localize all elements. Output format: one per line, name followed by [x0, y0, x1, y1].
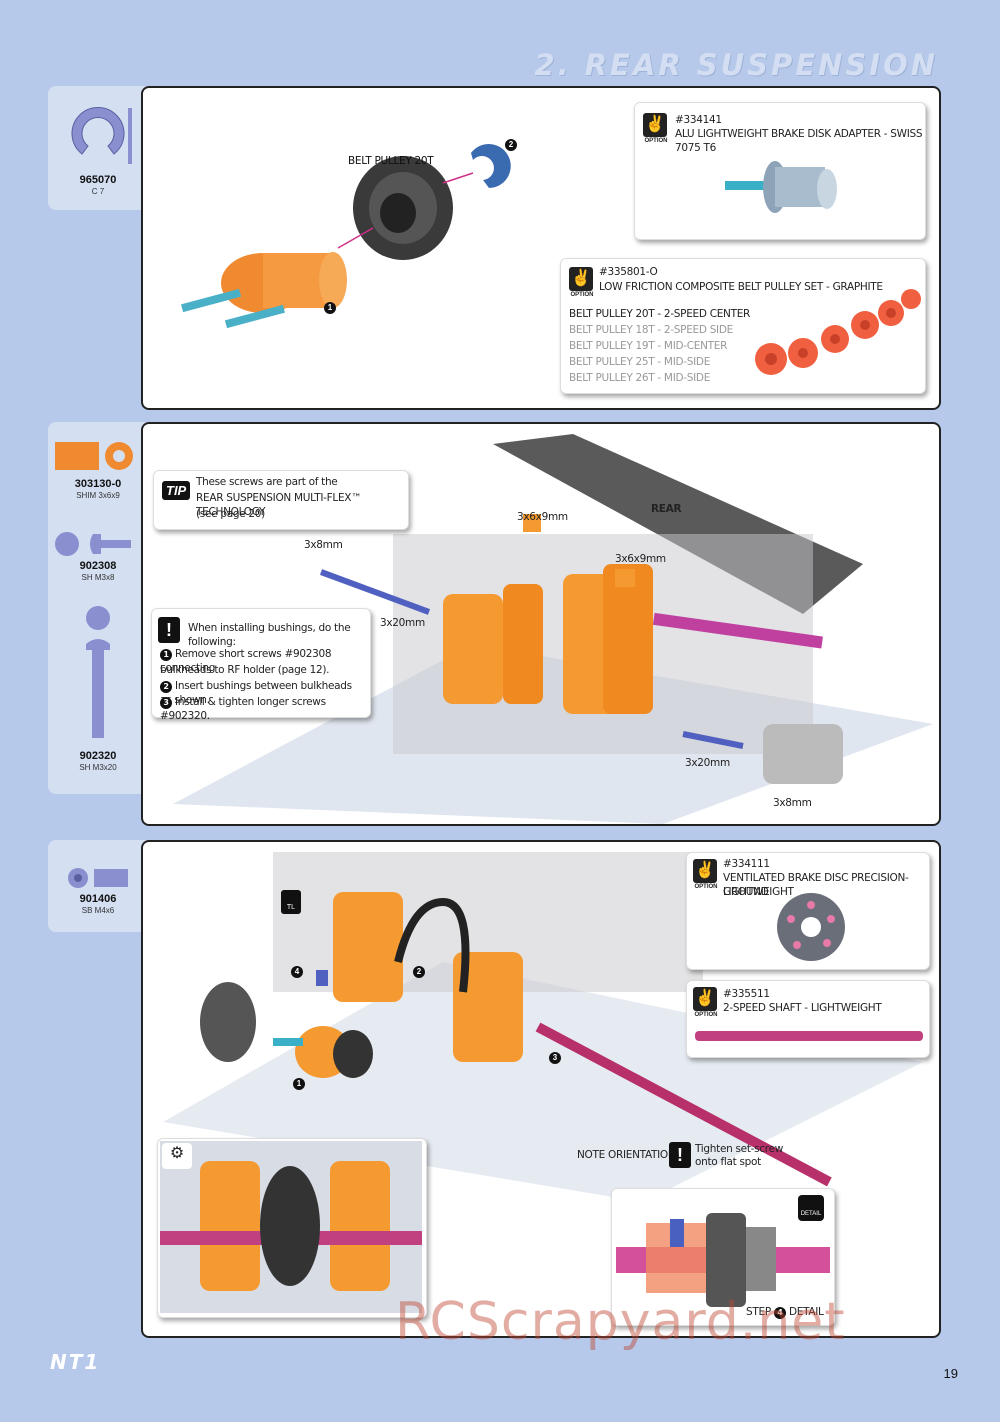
- assembled-drivetrain-illustration: [160, 1141, 422, 1313]
- option-334141: ✌ OPTION #334141 ALU LIGHTWEIGHT BRAKE D…: [634, 102, 926, 240]
- settings-gears-icon: ⚙: [162, 1143, 192, 1169]
- option-code: #334141: [675, 114, 722, 126]
- option-icon: ✌ OPTION: [569, 267, 595, 298]
- option-title: VENTILATED BRAKE DISC PRECISION-GROUND: [723, 872, 909, 898]
- part-desc: SB M4x6: [81, 906, 115, 915]
- option-title: 2-SPEED SHAFT - LIGHTWEIGHT: [723, 1002, 882, 1014]
- part-code: 965070: [79, 174, 117, 186]
- pulley-item: BELT PULLEY 18T - 2-SPEED SIDE: [569, 324, 733, 336]
- shim-label: 3x6x9mm: [615, 553, 666, 565]
- option-icon: ✌ OPTION: [643, 113, 669, 144]
- option-334111: ✌ OPTION #334111 VENTILATED BRAKE DISC P…: [686, 852, 930, 970]
- callout-2: 2: [413, 966, 425, 978]
- part-code: 902320: [79, 750, 117, 762]
- tip-line-3: (see page 20): [196, 508, 265, 520]
- short-screw-icon: [55, 532, 131, 556]
- set-screw-icon: [68, 868, 128, 888]
- shim-icon: [55, 442, 133, 470]
- screw-label: 3x20mm: [380, 617, 425, 629]
- set-screw-detail-illustration: [616, 1213, 830, 1307]
- part-code: 902308: [79, 560, 117, 572]
- pulley-item: BELT PULLEY 19T - MID-CENTER: [569, 340, 728, 352]
- warning-box: ! When installing bushings, do the follo…: [151, 608, 371, 722]
- pulley-item: BELT PULLEY 26T - MID-SIDE: [569, 372, 711, 384]
- threadlock-icon: TL: [281, 890, 301, 914]
- screw-label: 3x8mm: [304, 539, 343, 551]
- part-desc: SH M3x20: [79, 763, 117, 772]
- callout-2: 2: [505, 139, 517, 151]
- warning-step: 2 Insert bushings between bulkheads as s…: [160, 680, 352, 706]
- callout-3: 3: [549, 1052, 561, 1064]
- part-desc: C 7: [91, 187, 105, 196]
- warning-step: bulkheads to RF holder (page 12).: [160, 664, 330, 676]
- pulley-assembly-illustration: [181, 144, 511, 329]
- part-desc: SHIM 3x6x9: [76, 491, 120, 500]
- tip-line-2: REAR SUSPENSION MULTI-FLEX™ TECHNOLOGY: [196, 492, 362, 518]
- shim-label: 3x6x9mm: [517, 511, 568, 523]
- pulley-set-illustration: [755, 289, 921, 375]
- thumbs-up-icon: ✌: [569, 267, 593, 291]
- screw-label: 3x20mm: [685, 757, 730, 769]
- warning-title: When installing bushings, do the followi…: [188, 622, 351, 648]
- thumbs-up-icon: ✌: [693, 859, 717, 883]
- tighten-line-1: Tighten set-screw: [695, 1143, 784, 1155]
- step-detail-label: STEP 4 DETAIL: [746, 1306, 824, 1319]
- section-title: 2. REAR SUSPENSION: [534, 48, 938, 82]
- belt-pulley-label: BELT PULLEY 20T: [348, 155, 434, 167]
- tip-box: TIP These screws are part of the REAR SU…: [153, 470, 409, 530]
- option-335801: ✌ OPTION #335801-O LOW FRICTION COMPOSIT…: [560, 258, 926, 394]
- step3-panel: TL 4 1 2 3 ✌ OPTION #334111 VENTILATED B…: [141, 840, 941, 1338]
- detail-step4-box: DETAIL STEP 4 DETAIL: [611, 1188, 835, 1326]
- option-title: ALU LIGHTWEIGHT BRAKE DISK ADAPTER - SWI…: [675, 128, 923, 154]
- thumbs-up-icon: ✌: [693, 987, 717, 1011]
- callout-1: 1: [324, 302, 336, 314]
- nt1-logo: NT1: [50, 1350, 101, 1374]
- screw-label: 3x8mm: [773, 797, 812, 809]
- shaft-illustration: [695, 1031, 923, 1041]
- rear-label: REAR: [651, 503, 682, 515]
- option-title: LOW FRICTION COMPOSITE BELT PULLEY SET -…: [599, 281, 883, 293]
- part-code: 901406: [79, 893, 117, 905]
- option-icon: ✌ OPTION: [693, 859, 719, 890]
- parts-sidebar-2: 303130-0 SHIM 3x6x9 902308 SH M3x8 90232…: [48, 422, 148, 794]
- note-orientation-label: NOTE ORIENTATION: [577, 1149, 676, 1161]
- option-icon: ✌ OPTION: [693, 987, 719, 1018]
- bulkhead-assembly-illustration: [173, 434, 933, 824]
- warning-step: 1 Remove short screws #902308 connecting: [160, 648, 332, 674]
- pulley-item: BELT PULLEY 20T - 2-SPEED CENTER: [569, 308, 751, 320]
- callout-4: 4: [291, 966, 303, 978]
- brake-disc-illustration: [777, 893, 845, 961]
- detail-inset-photo: ⚙: [157, 1138, 427, 1318]
- parts-sidebar-1: 965070 C 7: [48, 86, 148, 210]
- option-title: LIGHTWEIGHT: [723, 886, 794, 898]
- warning-icon: !: [158, 617, 180, 643]
- warning-step: 3 Install & tighten longer screws #90232…: [160, 696, 326, 722]
- circlip-icon: [71, 107, 132, 164]
- option-335511: ✌ OPTION #335511 2-SPEED SHAFT - LIGHTWE…: [686, 980, 930, 1058]
- tip-line-1: These screws are part of the: [196, 476, 338, 488]
- detail-magnify-icon: DETAIL: [798, 1195, 824, 1221]
- page-number: 19: [943, 1366, 958, 1381]
- part-desc: SH M3x8: [81, 573, 115, 582]
- step2-panel: TIP These screws are part of the REAR SU…: [141, 422, 941, 826]
- long-screw-icon: [86, 606, 110, 738]
- option-code: #335511: [723, 988, 770, 1000]
- tighten-line-2: onto flat spot: [695, 1156, 761, 1168]
- option-code: #334111: [723, 858, 770, 870]
- pulley-item: BELT PULLEY 25T - MID-SIDE: [569, 356, 711, 368]
- warning-icon: !: [669, 1142, 691, 1168]
- watermark: RCScrapyard.net: [395, 1292, 846, 1352]
- callout-1: 1: [293, 1078, 305, 1090]
- parts-sidebar-3: 901406 SB M4x6: [48, 840, 148, 932]
- brake-adapter-illustration: [725, 161, 837, 213]
- step1-panel: BELT PULLEY 20T 1 2 ✌ OPTION #334141 ALU…: [141, 86, 941, 410]
- tip-badge: TIP: [162, 481, 191, 500]
- option-code: #335801-O: [599, 266, 658, 278]
- part-code: 303130-0: [74, 478, 122, 490]
- thumbs-up-icon: ✌: [643, 113, 667, 137]
